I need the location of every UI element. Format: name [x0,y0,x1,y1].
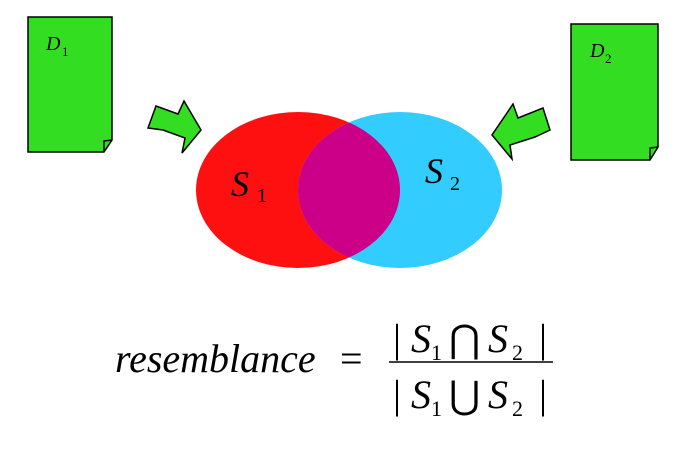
numerator-s1-letter: S [411,316,431,361]
union-symbol: ⋃ [449,375,480,417]
set-s1-letter: S [231,164,249,204]
intersection-symbol: ⋂ [449,319,480,361]
svg-text:D: D [45,33,61,55]
denominator-s1-letter: S [411,372,431,417]
arrow-right-icon [146,99,202,154]
document-d1: D 1 [27,16,113,153]
svg-text:1: 1 [257,185,267,207]
svg-text:|: | [393,372,401,417]
document-d1-letter: D [45,33,61,55]
svg-text:⋂: ⋂ [449,319,480,361]
set-s2-subscript: 2 [450,173,460,195]
svg-text:S: S [425,151,443,191]
set-intersection-region [298,112,400,268]
numerator-s1-subscript: 1 [431,340,442,365]
document-d2: D 2 [570,23,659,161]
svg-text:2: 2 [512,340,523,365]
document-d1-fold [103,139,113,152]
denominator-left-bar: | [393,372,401,417]
svg-text:2: 2 [450,173,460,195]
numerator-left-bar: | [393,316,401,361]
svg-text:⋃: ⋃ [449,375,480,417]
svg-text:S: S [488,316,508,361]
denominator-right-bar: | [539,372,547,417]
document-d1-shape [27,16,113,153]
svg-text:S: S [411,372,431,417]
svg-text:2: 2 [605,51,612,66]
arrow-left-icon [491,102,551,162]
set-s1-subscript: 1 [257,185,267,207]
document-d1-subscript: 1 [62,44,69,59]
formula-equals: = [340,336,363,381]
svg-text:|: | [539,372,547,417]
document-d2-letter: D [589,40,605,62]
denominator-s2-letter: S [488,372,508,417]
svg-text:resemblance: resemblance [115,336,316,381]
document-d2-shape [570,23,659,161]
svg-text:1: 1 [62,44,69,59]
svg-text:S: S [488,372,508,417]
venn-diagram [196,112,502,268]
numerator-s2-letter: S [488,316,508,361]
numerator-right-bar: | [539,316,547,361]
svg-text:1: 1 [431,396,442,421]
formula-lhs: resemblance [115,336,316,381]
svg-text:S: S [231,164,249,204]
document-d2-subscript: 2 [605,51,612,66]
denominator-s1-subscript: 1 [431,396,442,421]
set-s2-letter: S [425,151,443,191]
svg-text:D: D [589,40,605,62]
resemblance-formula: resemblance = | S 1 ⋂ S 2 | | [115,316,553,421]
numerator-s2-subscript: 2 [512,340,523,365]
svg-text:|: | [539,316,547,361]
svg-text:2: 2 [512,396,523,421]
svg-text:=: = [340,336,363,381]
svg-text:|: | [393,316,401,361]
svg-text:1: 1 [431,340,442,365]
document-d2-fold [649,146,659,160]
denominator-s2-subscript: 2 [512,396,523,421]
svg-text:S: S [411,316,431,361]
